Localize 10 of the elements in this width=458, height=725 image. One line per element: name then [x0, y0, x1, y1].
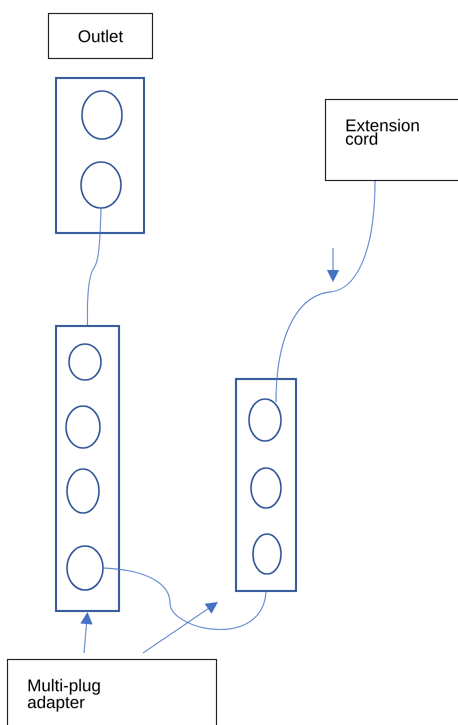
- power-strip-drawing: [55, 325, 120, 612]
- label-box: Multi-plug adapter: [7, 659, 217, 725]
- cord-line: [86, 208, 102, 326]
- wall-outlet-drawing: [55, 77, 145, 234]
- arrow: [142, 602, 218, 654]
- cord-line: [102, 568, 266, 630]
- cord-line: [276, 180, 376, 402]
- label-box: Extension cord: [325, 99, 458, 181]
- extension-socket-drawing: [235, 378, 297, 592]
- label-box: Outlet: [48, 13, 153, 59]
